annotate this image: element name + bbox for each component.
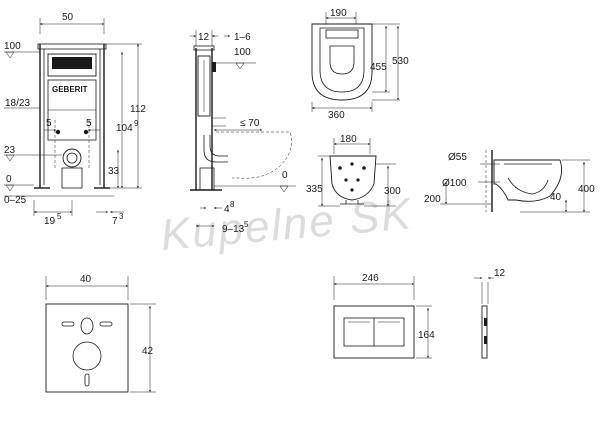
bowl-front-width-label: 180 (340, 134, 357, 145)
side-level-floor-label: 0 (282, 170, 288, 181)
side-adjust-label: 1–6 (234, 32, 251, 43)
foot-left-sup: 5 (57, 212, 62, 221)
side-offset-sup: 8 (230, 200, 235, 209)
bowl-length-outer-label: 530 (392, 56, 409, 67)
pipe-range-label: 18/23 (5, 98, 30, 109)
plate-side-depth-label: 12 (494, 268, 506, 279)
bowl-length-inner-label: 455 (370, 62, 387, 73)
side-level-top-label: 100 (234, 47, 251, 58)
side-bowl-min-label: ≤ 70 (240, 118, 260, 129)
frame-side-view: 12 1–6 100 ≤ 70 0 4 8 9–13 (190, 30, 296, 235)
height-inner-sup: 9 (134, 119, 139, 128)
plate-height-label: 164 (418, 330, 435, 341)
foot-right-label: 7 (112, 216, 118, 227)
frame-front-view: 50 GEBERIT 100 18/23 23 (4, 12, 146, 227)
bowl-side-h-left-label: 200 (424, 194, 441, 205)
level-mid-label: 23 (4, 145, 16, 156)
plate-width-label: 246 (362, 273, 379, 284)
sound-pad-view: 40 42 (45, 274, 156, 393)
side-offset-label: 4 (224, 204, 230, 215)
bowl-side-h-low-label: 40 (550, 192, 562, 203)
side-depth-label: 12 (198, 32, 210, 43)
level-top-label: 100 (4, 41, 21, 52)
height-total-label: 112 (130, 104, 146, 115)
bowl-front-height-left-label: 335 (306, 184, 323, 195)
side-range-label: 9–13 (222, 224, 245, 235)
bowl-side-h-right-label: 400 (578, 184, 595, 195)
bowl-top-width-label: 190 (330, 8, 347, 19)
spacing-left-label: 5 (46, 118, 52, 129)
foot-right-sup: 3 (119, 212, 124, 221)
foot-left-label: 19 (44, 216, 56, 227)
watermark: Kupelne SK (159, 189, 415, 260)
pad-height-label: 42 (142, 346, 154, 357)
side-range-sup: 5 (244, 220, 249, 229)
height-inner-label: 104 (116, 123, 133, 134)
bowl-side-d-top-label: Ø55 (448, 152, 467, 163)
bowl-side-d-main-label: Ø100 (442, 178, 467, 189)
bowl-side-view: Ø55 Ø100 200 400 40 (424, 150, 595, 213)
bowl-top-view: 190 455 530 360 (311, 8, 409, 121)
level-sub-label: 0–25 (4, 195, 27, 206)
bowl-front-height-right-label: 300 (384, 186, 401, 197)
flush-plate-side-view: 12 (474, 268, 506, 359)
frame-width-label: 50 (62, 12, 74, 23)
height-low-label: 33 (108, 166, 120, 177)
level-floor-label: 0 (6, 174, 12, 185)
bowl-front-view: 180 335 300 (306, 134, 401, 207)
brand-label: GEBERIT (52, 85, 88, 94)
spacing-right-label: 5 (86, 118, 92, 129)
pad-width-label: 40 (80, 274, 92, 285)
flush-plate-icon (52, 57, 92, 69)
flush-plate-front-view: 246 164 (333, 273, 435, 359)
bowl-width-outer-label: 360 (328, 110, 345, 121)
